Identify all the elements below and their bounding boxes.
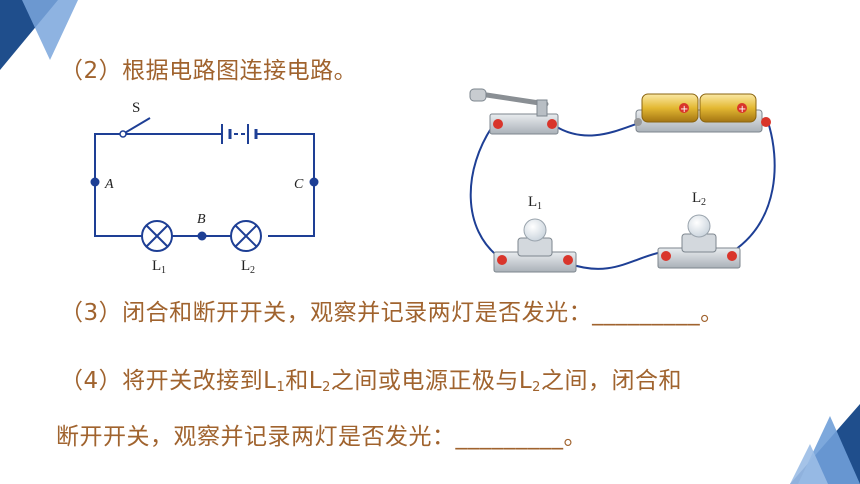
- photo-lamp2-label: L: [692, 190, 701, 206]
- node-b: [197, 231, 207, 241]
- lamp2-subscript: 2: [250, 265, 255, 276]
- point-c-label: C: [294, 177, 304, 192]
- step3-text: （3）闭合和断开开关，观察并记录两灯是否发光：_________。: [60, 300, 724, 326]
- corner-decoration-bottom-right: [790, 404, 860, 484]
- step4-line1: （4）将开关改接到L1和L2之间或电源正极与L2之间，闭合和: [60, 366, 682, 403]
- circuit-schematic: S A B C L 1 L 2: [90, 100, 319, 276]
- step4-sub1: 1: [276, 380, 286, 395]
- point-a-label: A: [104, 177, 114, 192]
- step4-part1: （4）将开关改接到L: [60, 368, 277, 394]
- switch-blade: [122, 117, 151, 135]
- step4-part3: 之间或电源正极与L: [330, 368, 533, 394]
- switch-photo: [469, 88, 559, 135]
- lamp1-photo: [493, 218, 577, 273]
- node-c: [309, 177, 319, 187]
- step4-sub2: 2: [322, 380, 331, 395]
- lamp1-subscript: 1: [161, 265, 166, 276]
- step4-sub3: 2: [532, 380, 541, 395]
- switch-label: S: [132, 100, 140, 116]
- step4-line2: 断开开关，观察并记录两灯是否发光：_________。: [56, 424, 587, 450]
- step4-part2: 和L: [285, 368, 323, 394]
- svg-text:+: +: [680, 104, 688, 115]
- circuit-photo: + + L 1 L 2: [469, 88, 776, 273]
- photo-lamp1-label: L: [528, 194, 537, 210]
- svg-text:+: +: [738, 104, 746, 115]
- battery-photo: + +: [634, 93, 771, 133]
- step4-part4: 之间，闭合和: [540, 368, 682, 394]
- photo-lamp1-subscript: 1: [537, 201, 542, 212]
- node-a: [90, 177, 100, 187]
- corner-decoration-top-left: [0, 0, 78, 70]
- lamp2-label: L: [241, 258, 250, 274]
- point-b-label: B: [197, 212, 206, 227]
- lamp1-label: L: [152, 258, 161, 274]
- step2-text: （2）根据电路图连接电路。: [60, 58, 358, 84]
- lamp2-photo: [657, 214, 741, 269]
- photo-lamp2-subscript: 2: [701, 197, 706, 208]
